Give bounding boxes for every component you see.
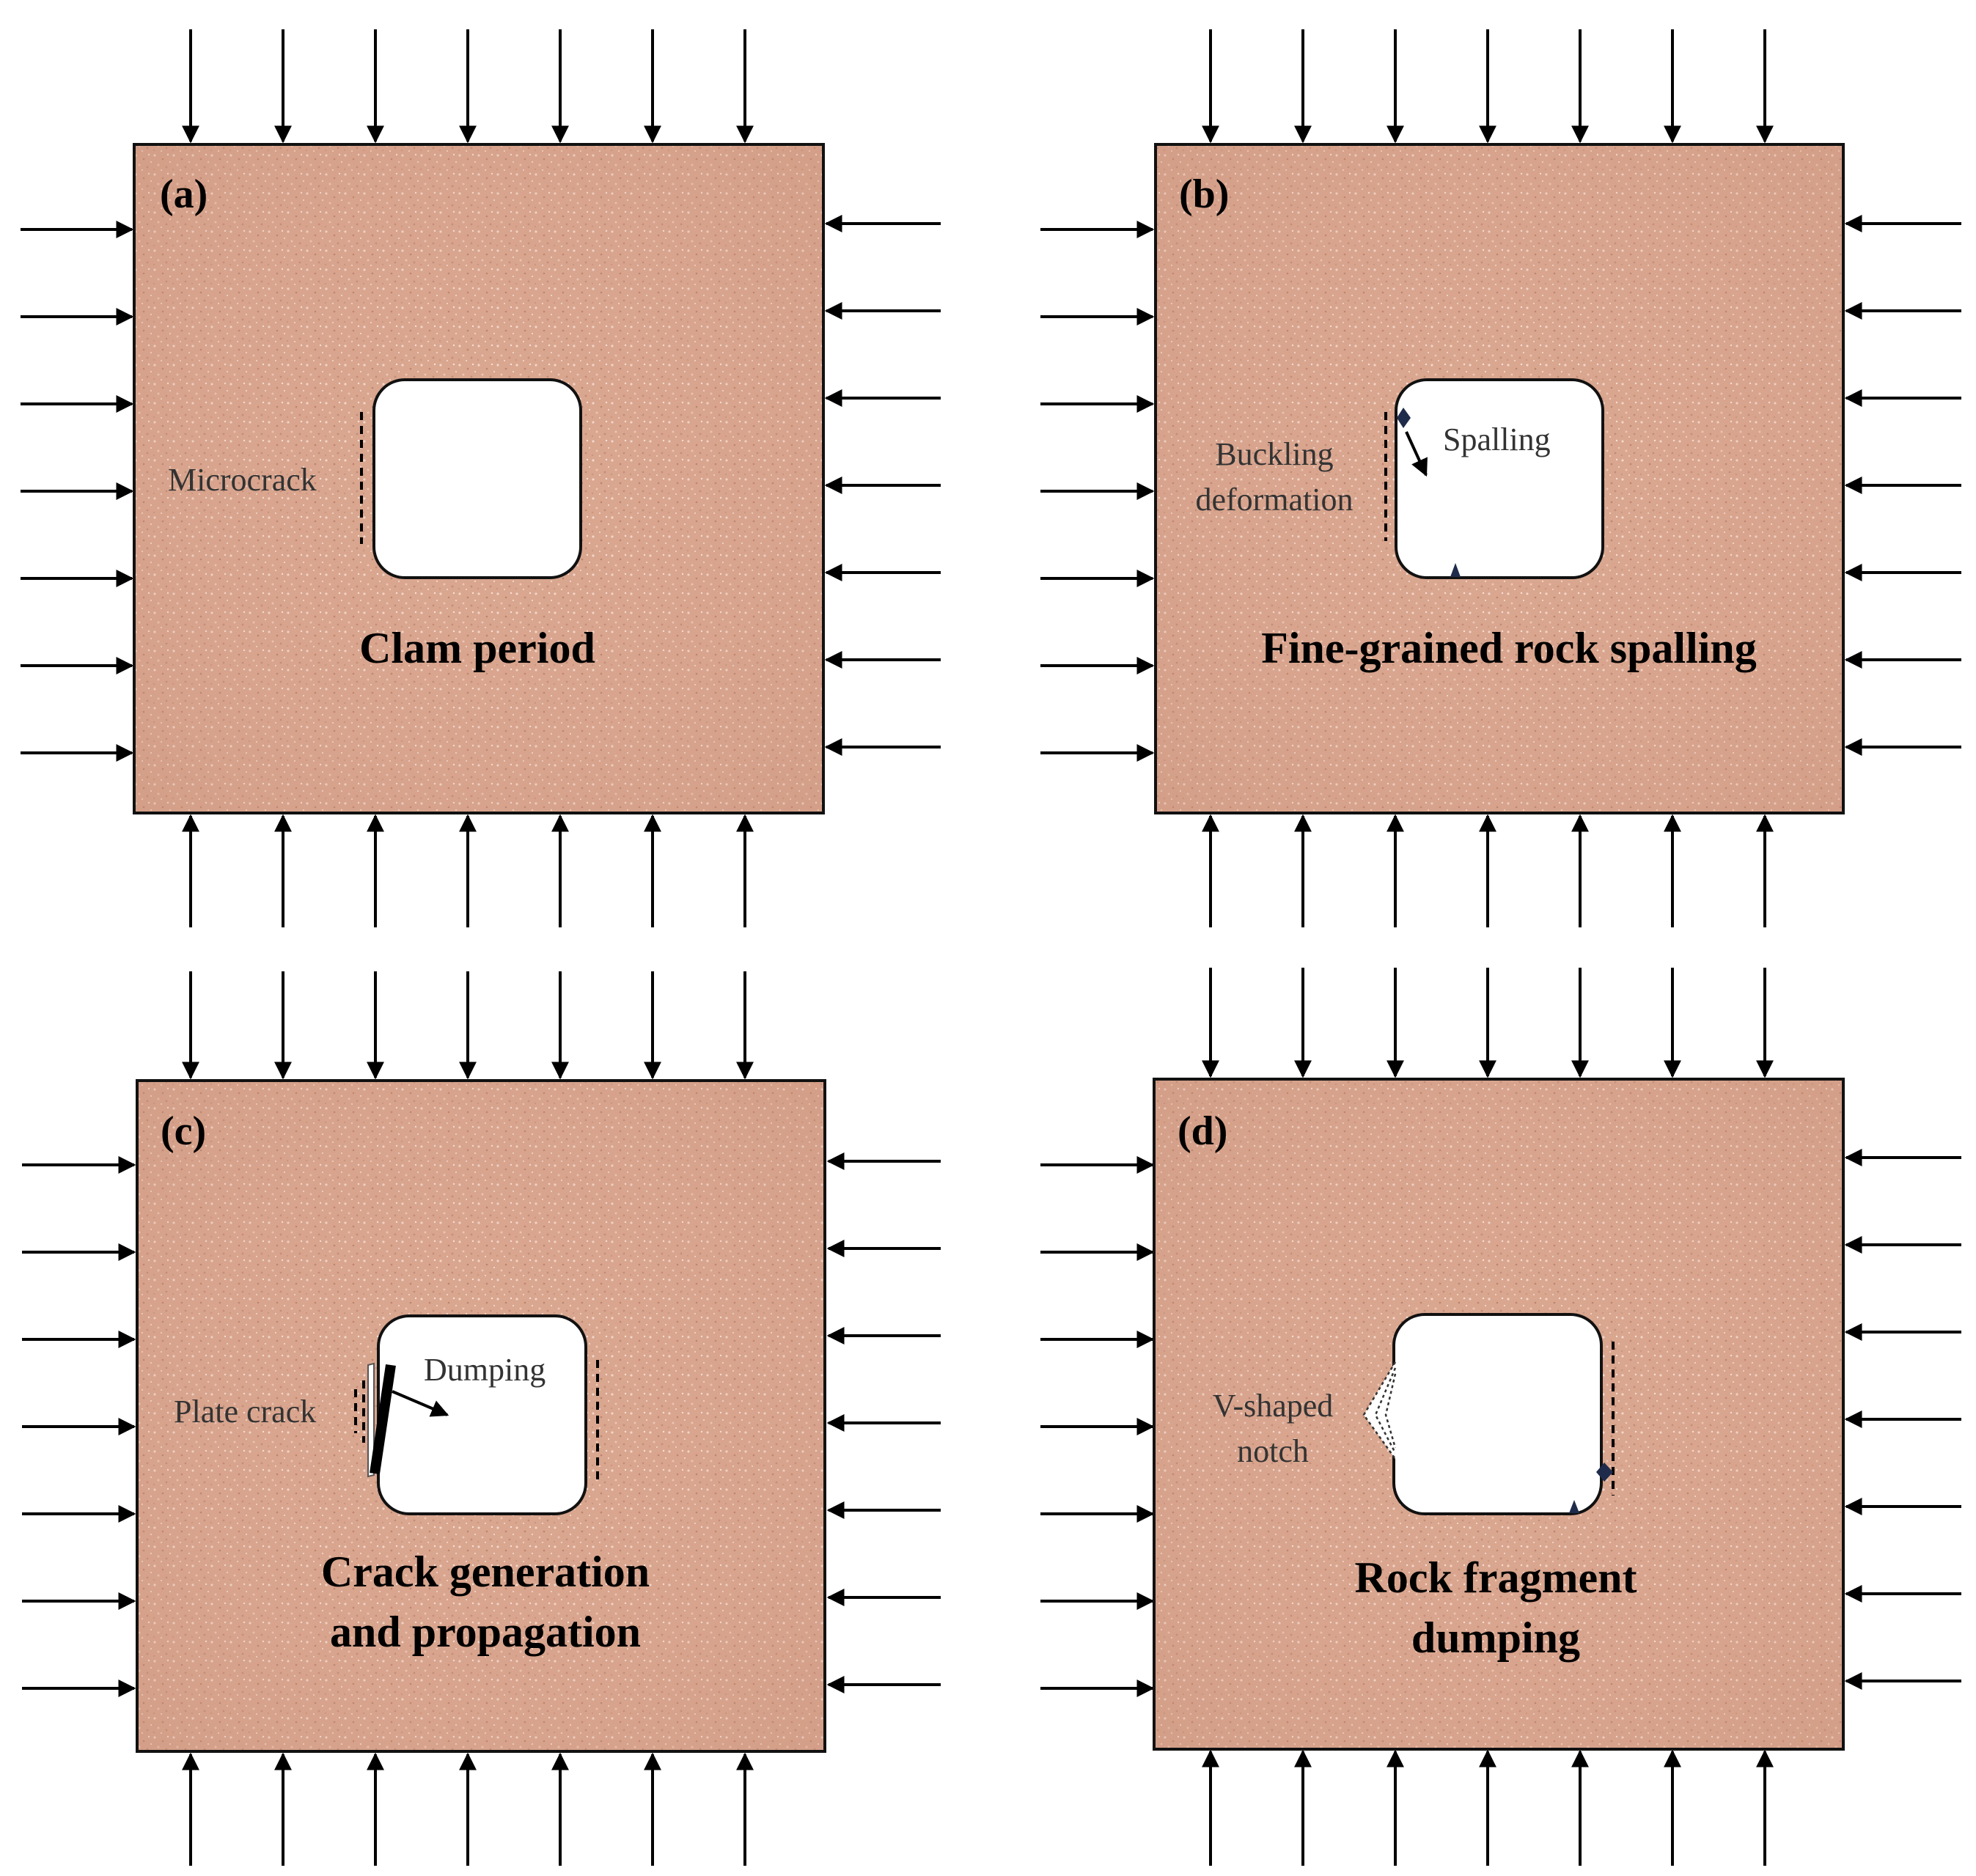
- spalled-fragment-marker: [1397, 408, 1411, 428]
- fragment-marker: [1596, 1463, 1613, 1482]
- load-arrows-bottom: [1202, 1749, 1774, 1866]
- notch-outline: [1362, 1361, 1397, 1460]
- stage-title-line2: and propagation: [330, 1608, 641, 1656]
- excavation-opening: [377, 1314, 587, 1515]
- stage-title-line2: dumping: [1411, 1614, 1580, 1662]
- stage-title-line1: Crack generation: [321, 1548, 650, 1596]
- excavation-opening: [372, 378, 582, 579]
- dumping-label: Dumping: [424, 1352, 546, 1388]
- panel-c: (c) Dumping Plate crack Crack generation…: [22, 971, 941, 1866]
- panel-tag: (c): [161, 1108, 206, 1154]
- load-arrows-left: [21, 221, 134, 762]
- detached-plate: [367, 1362, 375, 1478]
- load-arrows-right: [1844, 215, 1961, 756]
- excavation-opening: [1395, 378, 1604, 579]
- stage-title: Clam period: [359, 624, 595, 672]
- spalling-arrow: [1405, 431, 1428, 477]
- microcrack-label: Microcrack: [168, 462, 317, 498]
- excavation-opening: [1392, 1313, 1603, 1515]
- load-arrows-bottom: [182, 814, 754, 927]
- load-arrows-top: [182, 971, 754, 1080]
- panel-b: (b) Spalling Buckling deformation Fine-g…: [1040, 29, 1961, 927]
- dumping-arrow: [392, 1390, 449, 1417]
- plate-crack-line: [370, 1364, 396, 1475]
- load-arrows-right: [824, 215, 941, 756]
- notch-label-line2: notch: [1237, 1433, 1309, 1469]
- load-arrows-right: [1844, 1149, 1961, 1690]
- panel-a: (a) Microcrack Clam period: [21, 29, 941, 927]
- buckling-label-line2: deformation: [1195, 482, 1353, 518]
- floor-fragment-marker: [1569, 1500, 1579, 1513]
- plate-crack-marks: [354, 1380, 365, 1443]
- load-arrows-left: [1040, 1156, 1155, 1697]
- load-arrows-bottom: [1202, 814, 1774, 927]
- notch-label-line1: V-shaped: [1213, 1388, 1334, 1424]
- load-arrows-top: [1202, 29, 1774, 144]
- buckling-label-line1: Buckling: [1215, 436, 1333, 472]
- panel-tag: (d): [1178, 1108, 1227, 1154]
- load-arrows-left: [1040, 221, 1155, 762]
- spalling-label: Spalling: [1443, 422, 1551, 457]
- panel-d: (d) V-shaped notch Rock fragment dumping: [1040, 968, 1961, 1866]
- plate-crack-label: Plate crack: [174, 1394, 316, 1430]
- panel-tag: (a): [160, 172, 207, 217]
- stage-title-line1: Rock fragment: [1355, 1553, 1637, 1602]
- stage-title: Fine-grained rock spalling: [1261, 624, 1757, 672]
- load-arrows-bottom: [182, 1752, 754, 1866]
- floor-fragment-marker: [1450, 563, 1461, 577]
- load-arrows-left: [22, 1156, 136, 1697]
- load-arrows-right: [826, 1152, 941, 1693]
- load-arrows-top: [182, 29, 754, 144]
- load-arrows-top: [1202, 968, 1774, 1078]
- panel-tag: (b): [1179, 172, 1229, 217]
